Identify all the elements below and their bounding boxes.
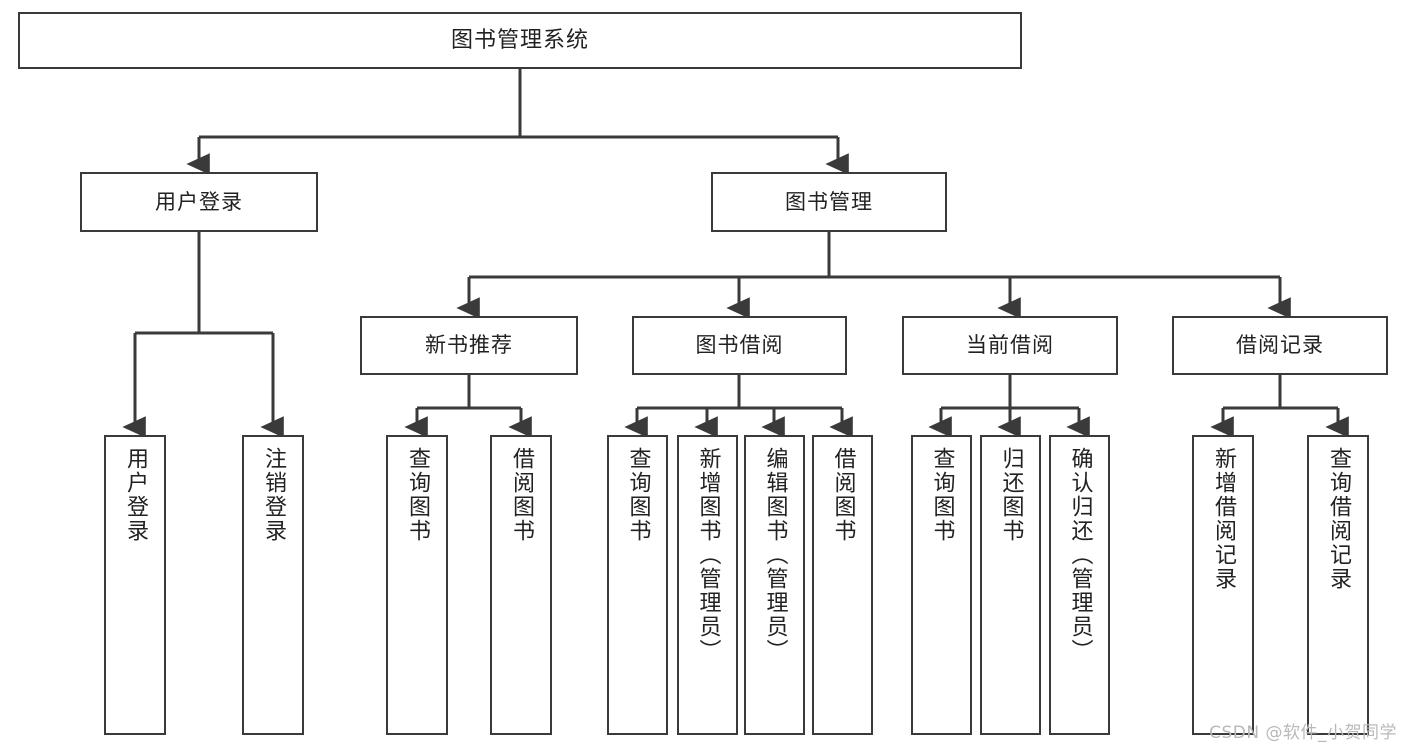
- leaf-recommend-query-book[interactable]: 查询图书: [386, 435, 448, 735]
- node-label: 借阅图书: [508, 447, 534, 543]
- node-label: 编辑图书（管理员）: [762, 447, 788, 663]
- node-label: 借阅图书: [830, 447, 856, 543]
- leaf-current-confirm-return-admin[interactable]: 确认归还（管理员）: [1049, 435, 1110, 735]
- node-current-borrow[interactable]: 当前借阅: [902, 316, 1118, 375]
- node-label: 确认归还（管理员）: [1067, 447, 1093, 663]
- leaf-record-query-record[interactable]: 查询借阅记录: [1307, 435, 1369, 735]
- leaf-borrow-borrow-book[interactable]: 借阅图书: [812, 435, 873, 735]
- node-label: 查询图书: [625, 447, 651, 543]
- node-book-borrow[interactable]: 图书借阅: [632, 316, 847, 375]
- leaf-record-add-record[interactable]: 新增借阅记录: [1192, 435, 1254, 735]
- node-book-management[interactable]: 图书管理: [711, 172, 947, 232]
- node-label: 图书管理系统: [450, 27, 589, 53]
- leaf-recommend-borrow-book[interactable]: 借阅图书: [490, 435, 552, 735]
- node-label: 查询借阅记录: [1325, 447, 1351, 591]
- node-label: 用户登录: [122, 447, 148, 543]
- node-label: 注销登录: [260, 447, 286, 543]
- leaf-borrow-edit-book-admin[interactable]: 编辑图书（管理员）: [744, 435, 805, 735]
- node-label: 图书借阅: [695, 333, 784, 358]
- node-label: 查询图书: [404, 447, 430, 543]
- node-label: 归还图书: [998, 447, 1024, 543]
- leaf-current-query-book[interactable]: 查询图书: [911, 435, 972, 735]
- node-label: 图书管理: [785, 189, 873, 214]
- node-label: 查询图书: [929, 447, 955, 543]
- leaf-borrow-query-book[interactable]: 查询图书: [607, 435, 668, 735]
- node-label: 当前借阅: [966, 333, 1054, 358]
- leaf-logout[interactable]: 注销登录: [242, 435, 304, 735]
- node-root-system[interactable]: 图书管理系统: [18, 12, 1022, 69]
- node-label: 新增图书（管理员）: [695, 447, 721, 663]
- node-label: 用户登录: [155, 189, 243, 214]
- node-label: 新增借阅记录: [1210, 447, 1236, 591]
- node-user-login[interactable]: 用户登录: [80, 172, 318, 232]
- node-label: 借阅记录: [1236, 333, 1324, 358]
- node-new-book-recommend[interactable]: 新书推荐: [360, 316, 578, 375]
- csdn-watermark: CSDN @软件_小贺同学: [1209, 723, 1397, 743]
- leaf-current-return-book[interactable]: 归还图书: [980, 435, 1041, 735]
- leaf-borrow-add-book-admin[interactable]: 新增图书（管理员）: [677, 435, 738, 735]
- leaf-user-login[interactable]: 用户登录: [104, 435, 166, 735]
- node-borrow-record[interactable]: 借阅记录: [1172, 316, 1388, 375]
- node-label: 新书推荐: [425, 333, 513, 358]
